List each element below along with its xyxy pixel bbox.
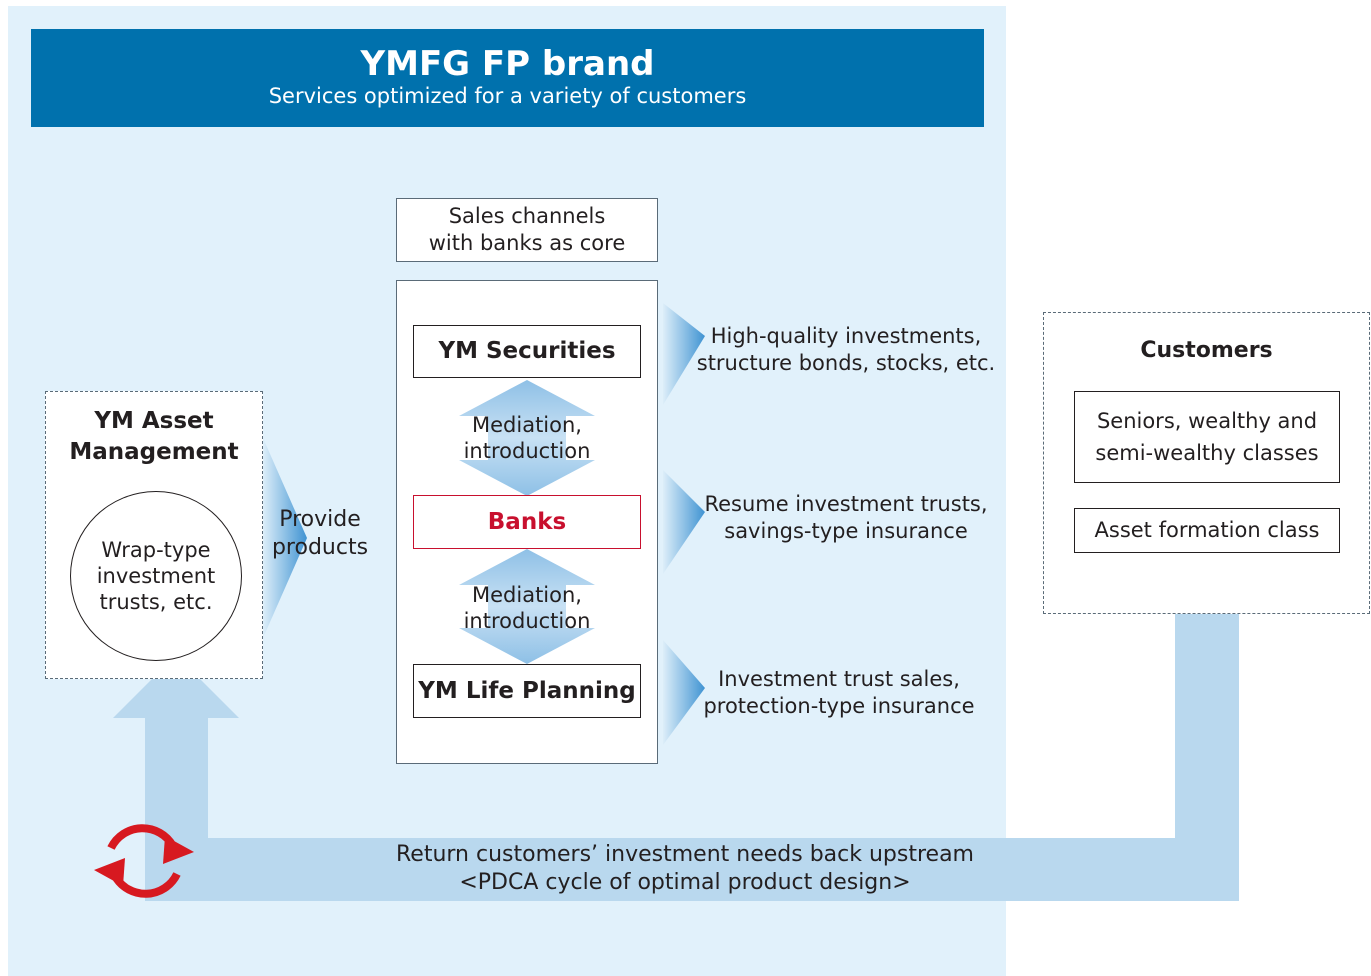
mediation-text-upper: Mediation, introduction [440,412,614,464]
life-offering-arrow [663,640,705,745]
seniors-box: Seniors, wealthy and semi-wealthy classe… [1074,391,1340,483]
banks-offering-line1: Resume investment trusts, [704,492,988,516]
life-offering-line1: Investment trust sales, [718,667,960,691]
mediation-arrow-lower [459,549,595,664]
feedback-line1: Return customers’ investment needs back … [396,842,974,867]
provide-line1: Provide [279,507,361,532]
mediation-arrow-upper [459,380,595,496]
banks-label: Banks [487,508,567,535]
banks-offering-text: Resume investment trusts, savings-type i… [684,491,1008,545]
provide-line2: products [271,535,369,560]
provide-products-text: Provide products [262,506,378,562]
asset-title-line2: Management [69,439,239,465]
securities-offering-arrow [663,303,705,405]
mediation-lower-line1: Mediation, [472,583,582,607]
sales-channels-line2: with banks as core [428,231,626,255]
life-offering-line2: protection-type insurance [703,694,975,718]
circle-line2: investment [96,564,216,588]
asset-formation-box: Asset formation class [1074,508,1340,553]
ym-securities-label: YM Securities [438,338,616,364]
banner-title: YMFG FP brand [360,44,655,84]
banks-offering-arrow [663,470,705,574]
seniors-line1: Seniors, wealthy and [1096,409,1318,433]
sales-channels-line1: Sales channels [448,204,606,228]
securities-offering-text: High-quality investments, structure bond… [684,323,1008,377]
mediation-lower-line2: introduction [463,609,591,633]
mediation-upper-line2: introduction [463,439,591,463]
securities-offering-line2: structure bonds, stocks, etc. [696,351,996,375]
wrap-type-circle: Wrap-type investment trusts, etc. [70,491,242,661]
banks-offering-line2: savings-type insurance [724,519,968,543]
securities-offering-line1: High-quality investments, [710,324,982,348]
seniors-line2: semi-wealthy classes [1095,441,1319,465]
ym-life-planning-label: YM Life Planning [418,677,636,704]
banner-subtitle: Services optimized for a variety of cust… [268,84,747,108]
customers-title: Customers [1140,338,1273,363]
life-offering-text: Investment trust sales, protection-type … [684,666,994,720]
brand-banner: YMFG FP brand Services optimized for a v… [31,29,984,127]
ym-life-planning-box: YM Life Planning [413,664,641,718]
feedback-flow-arrow [113,553,1239,901]
asset-formation-label: Asset formation class [1094,518,1320,542]
mediation-upper-line1: Mediation, [472,413,582,437]
asset-title-line1: YM Asset [94,408,214,434]
feedback-text: Return customers’ investment needs back … [280,841,1090,897]
sales-channels-label: Sales channels with banks as core [396,198,658,262]
ym-asset-management-title: YM Asset Management [45,406,263,468]
banks-box: Banks [413,495,641,549]
provide-products-arrow [263,438,307,638]
ym-securities-box: YM Securities [413,325,641,378]
wrap-type-text: Wrap-type investment trusts, etc. [97,537,216,615]
feedback-line2: <PDCA cycle of optimal product design> [459,870,911,895]
circle-line1: Wrap-type [101,538,211,562]
mediation-text-lower: Mediation, introduction [440,582,614,634]
circle-line3: trusts, etc. [99,590,213,614]
